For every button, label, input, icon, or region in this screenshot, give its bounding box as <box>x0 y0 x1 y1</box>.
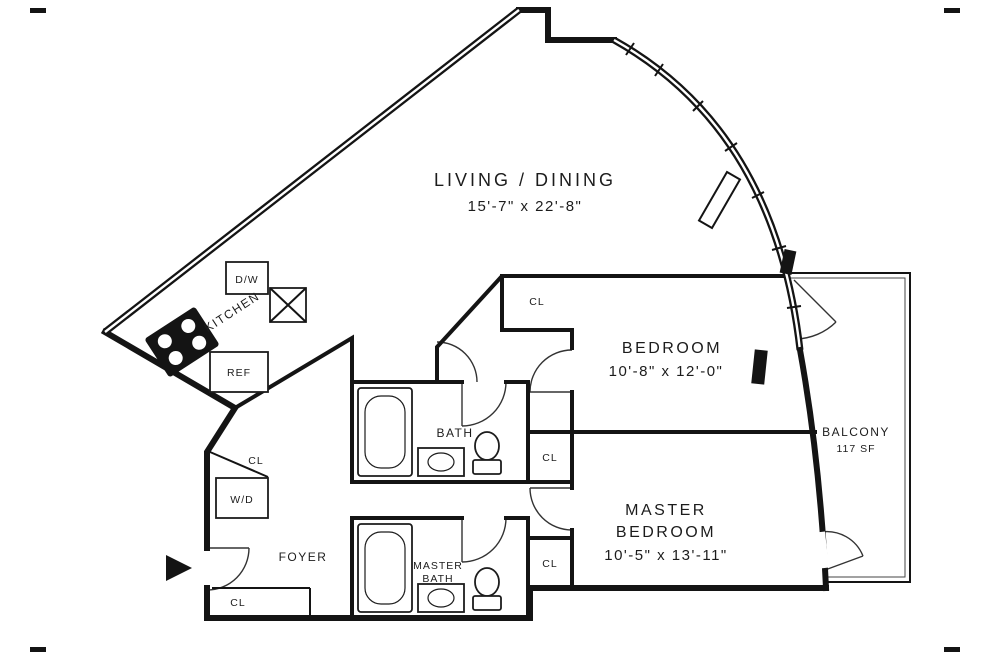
corner-crop-marks <box>30 8 960 652</box>
dishwasher-label: D/W <box>235 274 258 286</box>
balcony-area: 117 SF <box>836 443 875 455</box>
entry-arrow-icon <box>166 555 192 581</box>
closet-label: CL <box>542 452 557 464</box>
interior-walls <box>209 274 817 620</box>
door-swings <box>206 279 864 591</box>
living-dining-dims: 15'-7" x 22'-8" <box>468 198 583 215</box>
stove-fixture <box>145 307 219 377</box>
bedroom-dims: 10'-8" x 12'-0" <box>609 363 724 380</box>
bathtub-fixture <box>357 387 413 477</box>
kitchen-fixtures: REF D/W <box>145 261 307 393</box>
closet-label: CL <box>542 558 557 570</box>
closet-label: CL <box>230 597 245 609</box>
master-bath-sink-fixture <box>417 583 465 613</box>
closet-label: CL <box>248 455 263 467</box>
washer-dryer-fixture: W/D <box>215 477 269 519</box>
kitchen-sink-fixture <box>269 287 307 323</box>
master-bath-fixtures <box>357 523 502 613</box>
living-dining-label: LIVING / DINING <box>434 170 616 190</box>
bedroom-label: BEDROOM <box>622 340 722 357</box>
master-bedroom-label-line1: MASTER <box>625 502 707 519</box>
master-bedroom-label-line2: BEDROOM <box>616 524 716 541</box>
refrigerator-label: REF <box>227 367 251 379</box>
master-toilet-fixture <box>472 567 502 611</box>
master-bath-label-line2: BATH <box>422 573 453 585</box>
refrigerator-fixture: REF <box>209 351 269 393</box>
dishwasher-fixture: D/W <box>225 261 269 295</box>
kitchen-label: KITCHEN <box>202 289 263 335</box>
room-labels: LIVING / DINING 15'-7" x 22'-8" KITCHEN … <box>202 170 890 609</box>
bath-sink-fixture <box>417 447 465 477</box>
toilet-fixture <box>472 431 502 475</box>
closet-label: CL <box>529 296 544 308</box>
bath-label: BATH <box>436 426 473 440</box>
master-bathtub-fixture <box>357 523 413 613</box>
window-ticks <box>625 42 802 309</box>
outer-walls <box>100 7 830 621</box>
washer-dryer-label: W/D <box>230 494 253 506</box>
master-bedroom-dims: 10'-5" x 13'-11" <box>604 547 728 564</box>
master-bath-label-line1: MASTER <box>413 560 463 572</box>
structural-columns <box>697 170 797 385</box>
foyer-label: FOYER <box>279 550 328 564</box>
balcony-label: BALCONY <box>822 425 890 439</box>
balcony-outline <box>789 272 911 583</box>
bath-fixtures <box>357 387 502 477</box>
